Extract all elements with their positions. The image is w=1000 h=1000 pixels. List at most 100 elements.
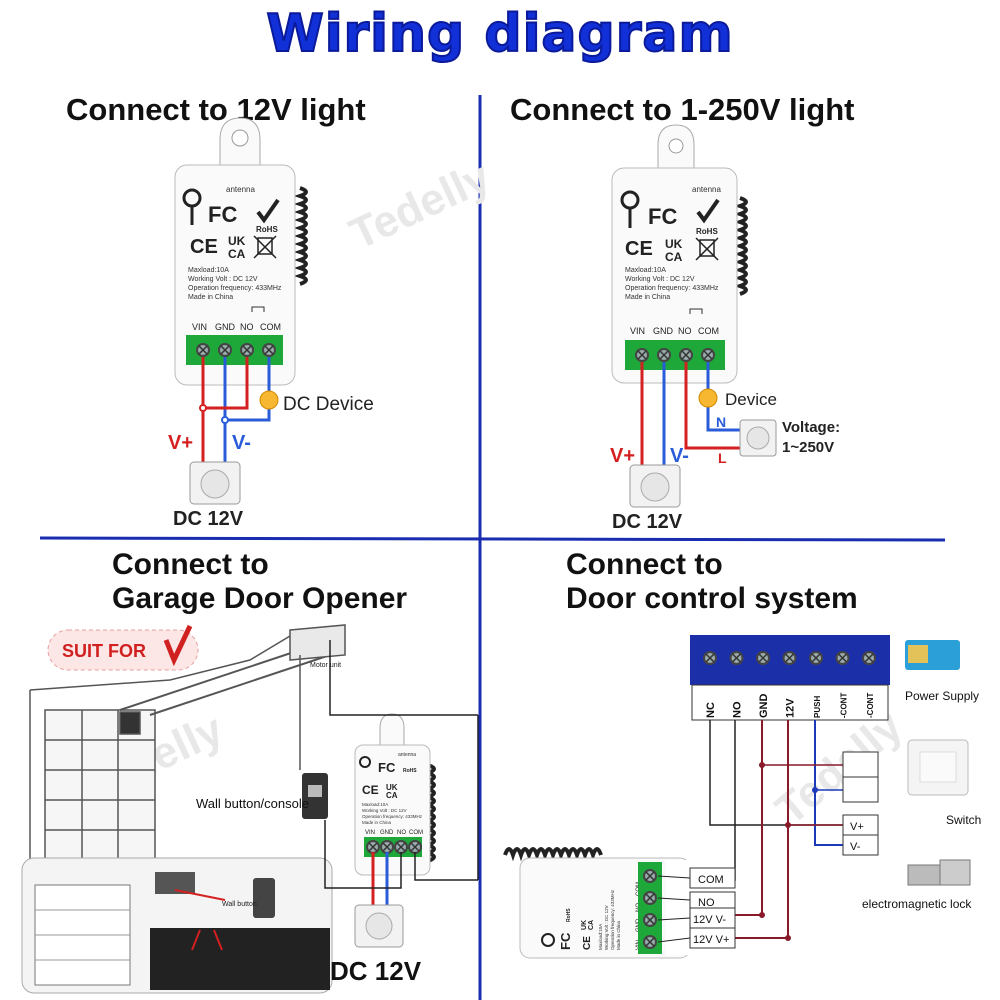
terminal-screw [861, 650, 877, 666]
relay-vminus-label: 12V V- [693, 914, 726, 926]
q4-vminus-label: V- [850, 841, 861, 853]
q2-wiring [640, 362, 740, 468]
q2-vminus-label: V- [670, 445, 689, 467]
q1-vminus-label: V- [232, 432, 251, 454]
antenna-coil-icon [738, 196, 748, 296]
q2-source-label: DC 12V [612, 511, 683, 533]
pin-label-vin: VIN [365, 830, 375, 836]
antenna-label: antenna [398, 752, 416, 758]
spec-volt: Working Volt : DC 12V [604, 905, 609, 950]
q2-title: Connect to 1-250V light [510, 92, 855, 127]
ukca-mark-top: UK [386, 783, 398, 792]
fc-mark: FC [648, 204, 677, 229]
terminal-label-cont: -CONT [866, 693, 875, 718]
relay-no-label: NO [698, 897, 715, 909]
fc-mark: FC [378, 760, 396, 775]
ce-mark: CE [582, 936, 593, 950]
ukca-mark-bottom: CA [588, 920, 595, 930]
weee-bin-icon [253, 235, 277, 259]
pin-label-gnd: GND [380, 830, 394, 836]
q3-title-line1: Connect to [112, 548, 269, 581]
spec-origin: Made in China [625, 294, 670, 301]
terminal-label-12v: 12V [785, 698, 797, 718]
terminal-label-gnd: GND [758, 694, 770, 719]
q2-mains-socket-icon [739, 419, 777, 457]
rohs-mark: RoHS [256, 225, 278, 234]
q2-voltage-label: Voltage: [782, 419, 840, 436]
q2-vplus-label: V+ [610, 445, 635, 467]
wall-button-label: Wall button/console [196, 796, 309, 811]
spec-origin: Made in China [362, 820, 392, 825]
q2-device-label: Device [725, 390, 777, 409]
q3-relay-module: antenna FC RoHS CE UK CA Maxload:10A Wor… [354, 713, 436, 876]
bulb-icon [259, 390, 279, 410]
terminal-label-cont: -CONT [840, 693, 849, 718]
q3-source-label: DC 12V [330, 956, 422, 986]
spec-freq: Operation frequency: 433MHz [362, 814, 423, 819]
check-icon [696, 198, 720, 224]
q1-source-label: DC 12V [173, 508, 244, 530]
garage-door-illustration [29, 624, 346, 861]
q1-vplus-label: V+ [168, 432, 193, 454]
ce-mark: CE [362, 783, 379, 797]
pair-button-icon [541, 933, 555, 947]
pin-label-no: NO [678, 326, 692, 336]
page-title: Wiring diagram [265, 3, 734, 65]
antenna-coil-icon [503, 847, 603, 857]
antenna-coil-icon [298, 186, 308, 286]
q2-power-socket-icon [629, 464, 681, 508]
ukca-mark-bottom: CA [228, 247, 246, 261]
q1-relay-module: antenna FC RoHS CE UK CA Maxload:10A Wor… [174, 117, 308, 386]
terminal-screw [834, 650, 851, 666]
terminal-label-nc: NC [705, 702, 717, 718]
q4-title-line1: Connect to [566, 548, 723, 581]
ukca-mark-top: UK [581, 920, 588, 930]
ukca-mark-top: UK [665, 237, 683, 251]
q1-title: Connect to 12V light [66, 92, 366, 127]
terminal-screw [755, 650, 771, 666]
ukca-mark-top: UK [228, 234, 246, 248]
spec-freq: Operation frequency: 433MHz [188, 285, 282, 292]
terminal-screw [781, 650, 798, 666]
svg-text:SUIT FOR: SUIT FOR [62, 641, 146, 661]
spec-maxload: Maxload:10A [625, 267, 666, 274]
bulb-icon [698, 388, 718, 408]
pin-label-gnd: GND [653, 326, 674, 336]
horizontal-divider [39, 536, 946, 542]
q1-device-label: DC Device [283, 394, 374, 415]
ce-mark: CE [190, 236, 218, 258]
power-supply-icon [905, 640, 960, 670]
rohs-mark: RoHS [566, 908, 572, 922]
spec-volt: Working Volt : DC 12V [362, 808, 407, 813]
ukca-mark-bottom: CA [665, 250, 683, 264]
rohs-mark: RoHS [696, 227, 718, 236]
watermark-text: Tedelly [342, 152, 498, 259]
terminal-screw [728, 650, 745, 666]
q2-l-label: L [718, 450, 727, 466]
pin-label-com: COM [409, 830, 423, 836]
pin-label-com: COM [260, 322, 281, 332]
suit-for-badge: SUIT FOR [47, 624, 199, 671]
q1-power-socket-icon [189, 461, 241, 505]
pin-label-no: NO [240, 322, 254, 332]
pin-label-com: COM [698, 326, 719, 336]
check-icon [256, 198, 280, 224]
switch-label: Switch [946, 813, 981, 827]
terminal-label-no: NO [732, 701, 744, 718]
switch-icon [907, 739, 969, 796]
q4-vplus-label: V+ [850, 821, 864, 833]
q4-relay-module: FC RoHS CE UK CA Maxload:10A Working Vol… [503, 847, 736, 959]
terminal-screw [808, 650, 824, 666]
check-icon [163, 624, 193, 667]
q3-title-line2: Garage Door Opener [112, 582, 408, 615]
wall-button-small-label: Wall button [222, 901, 257, 908]
q3-power-socket-icon [354, 904, 404, 948]
power-supply-label: Power Supply [905, 689, 979, 703]
lock-label: electromagnetic lock [862, 897, 972, 911]
rohs-mark: RoHS [403, 768, 417, 774]
q4-switch-boxes [842, 751, 879, 856]
spec-origin: Made in China [616, 920, 621, 950]
garage-photo-inset [21, 857, 333, 994]
spec-maxload: Maxload:10A [598, 924, 603, 950]
pin-label-no: NO [397, 830, 406, 836]
